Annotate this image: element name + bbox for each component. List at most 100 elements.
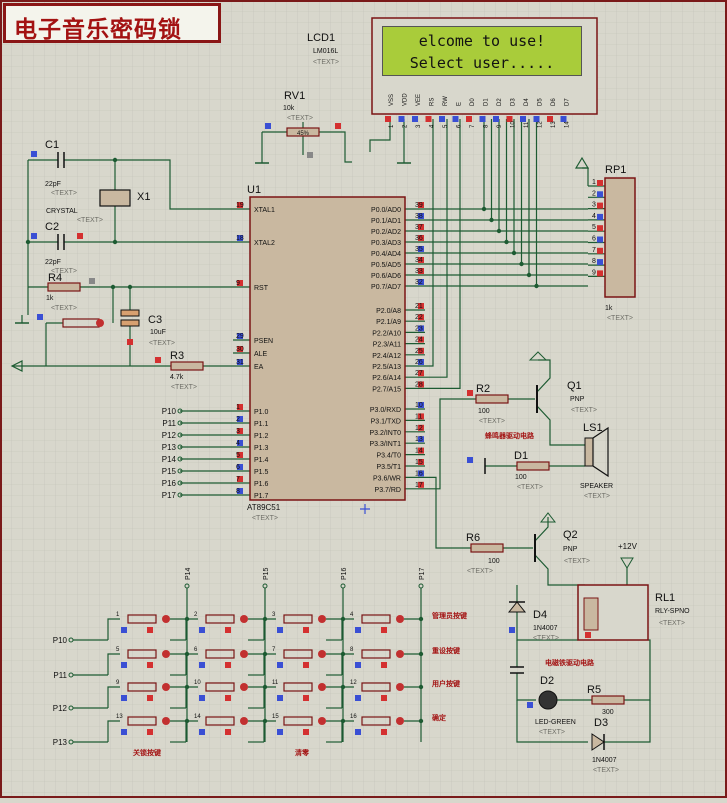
rp1-pin-number: 4	[592, 213, 596, 220]
d4-body	[507, 601, 527, 613]
mcu-pin-marker	[237, 280, 243, 286]
r4-value: 1k	[46, 295, 54, 302]
mcu-pin-number: 22	[415, 314, 423, 321]
vcc-arrow	[10, 360, 23, 372]
lcd-pin-number: 7	[470, 124, 476, 128]
lcd-pin-number: 5	[443, 124, 449, 128]
keypad-pin-marker	[121, 627, 127, 633]
keypad-row-label: P13	[53, 738, 68, 747]
mcu-pin-name: P3.4/T0	[376, 453, 401, 460]
mcu-pin-marker	[237, 428, 243, 434]
c2-ref: C2	[45, 221, 59, 233]
mcu-pin-number: 38	[415, 213, 423, 220]
mcu-pin-marker	[418, 413, 424, 420]
mcu-pin-number: 3	[236, 428, 240, 435]
mcu-pin-marker	[418, 359, 424, 365]
pin-marker	[509, 627, 515, 633]
pin-marker	[31, 233, 37, 239]
mcu-pin-name: P3.1/TXD	[371, 418, 401, 425]
r3-value: 4.7k	[170, 374, 184, 381]
mcu-pin-number: 10	[415, 402, 423, 409]
lcd-pin-number: 11	[524, 121, 530, 128]
keypad-key	[205, 682, 235, 692]
pin-marker	[265, 123, 271, 129]
lcd-pin-marker	[560, 116, 567, 122]
keypad-pin-marker	[147, 695, 153, 701]
keypad-row-label: P10	[53, 636, 68, 645]
mcu-pin-marker	[418, 436, 424, 443]
keypad-key-number: 7	[272, 647, 276, 653]
mcu-pin-name: P2.3/A11	[373, 342, 401, 349]
keypad-key-number: 3	[272, 612, 276, 618]
d4-value: 1N4007	[533, 625, 558, 632]
junction-dot	[504, 239, 509, 245]
cursor-cross	[360, 504, 370, 514]
lcd-pin-marker	[425, 116, 432, 122]
keypad-key-number: 13	[116, 714, 123, 720]
keypad-key	[361, 682, 391, 692]
lcd-pin-marker	[533, 116, 540, 122]
keypad-key	[205, 614, 235, 624]
mcu-pin-number: 23	[415, 325, 423, 332]
pin-marker	[527, 702, 533, 708]
mcu-pin-marker	[418, 257, 424, 263]
vcc-arrow	[539, 512, 557, 523]
keypad-key	[127, 682, 157, 692]
mcu-pin-number: 21	[415, 303, 423, 310]
keypad-key-wire	[263, 720, 276, 742]
net-terminal	[68, 705, 74, 711]
junction-dot	[112, 157, 118, 163]
rv1-ref: RV1	[284, 90, 305, 102]
keypad-pin-marker	[121, 695, 127, 701]
mcu-body	[249, 196, 406, 501]
q2-type: PNP	[563, 546, 578, 553]
keypad-key	[361, 716, 391, 726]
lcd-ref: LCD1	[307, 32, 335, 44]
mcu-pin-name: XTAL2	[254, 240, 275, 247]
mcu-pin-number: 9	[236, 280, 240, 287]
mcu-pin-name: EA	[254, 364, 264, 371]
mcu-pin-name: P2.7/A15	[372, 386, 401, 393]
mcu-pin-marker	[237, 333, 243, 339]
mcu-text-tag: <TEXT>	[252, 515, 278, 522]
keypad-column-label: P15	[263, 567, 270, 580]
d1-ref: D1	[514, 450, 528, 462]
lcd-pin-marker	[385, 116, 391, 122]
r6-value: 100	[488, 558, 500, 565]
keypad-key	[127, 614, 157, 624]
lcd-vss-wire	[369, 119, 391, 152]
mcu-pin-name: PSEN	[254, 338, 273, 345]
r2-value: 100	[478, 408, 490, 415]
lcd-pin-label: VEE	[416, 94, 422, 106]
junction-dot	[112, 239, 118, 245]
q1-ref: Q1	[567, 380, 582, 392]
mcu-pin-name: P1.5	[254, 469, 269, 476]
keypad-pin-marker	[355, 662, 361, 668]
rp1-pin-number: 9	[592, 269, 596, 276]
p1-net-label: P14	[162, 455, 177, 464]
mcu-pin-number: 35	[415, 246, 423, 253]
lcd-pin-number: 14	[565, 121, 571, 128]
lcd-pin-label: VSS	[389, 94, 395, 106]
lcd-pin-marker	[506, 116, 513, 122]
mcu-pin-number: 18	[236, 235, 244, 242]
keypad-key-cap	[240, 650, 248, 658]
mcu-pin-name: P0.1/AD1	[371, 218, 401, 225]
mcu-pin-marker	[418, 370, 424, 377]
mcu-pin-name: P3.5/T1	[376, 464, 401, 471]
mcu-pin-number: 12	[415, 425, 423, 432]
keypad-key-number: 5	[116, 647, 120, 653]
rv1-body	[286, 127, 320, 137]
keypad-key	[283, 716, 313, 726]
junction-dot	[489, 217, 494, 223]
keypad-pin-marker	[381, 662, 387, 668]
d1-value: 100	[515, 474, 527, 481]
lcd-pin-number: 1	[389, 124, 395, 128]
keypad-bottom-label: 清零	[295, 748, 310, 757]
r2-body	[475, 394, 509, 404]
led-body	[538, 690, 558, 710]
keypad-key	[283, 682, 313, 692]
buzzer-wire	[425, 398, 476, 490]
rp1-ref: RP1	[605, 164, 626, 176]
keypad-pin-marker	[303, 627, 309, 633]
